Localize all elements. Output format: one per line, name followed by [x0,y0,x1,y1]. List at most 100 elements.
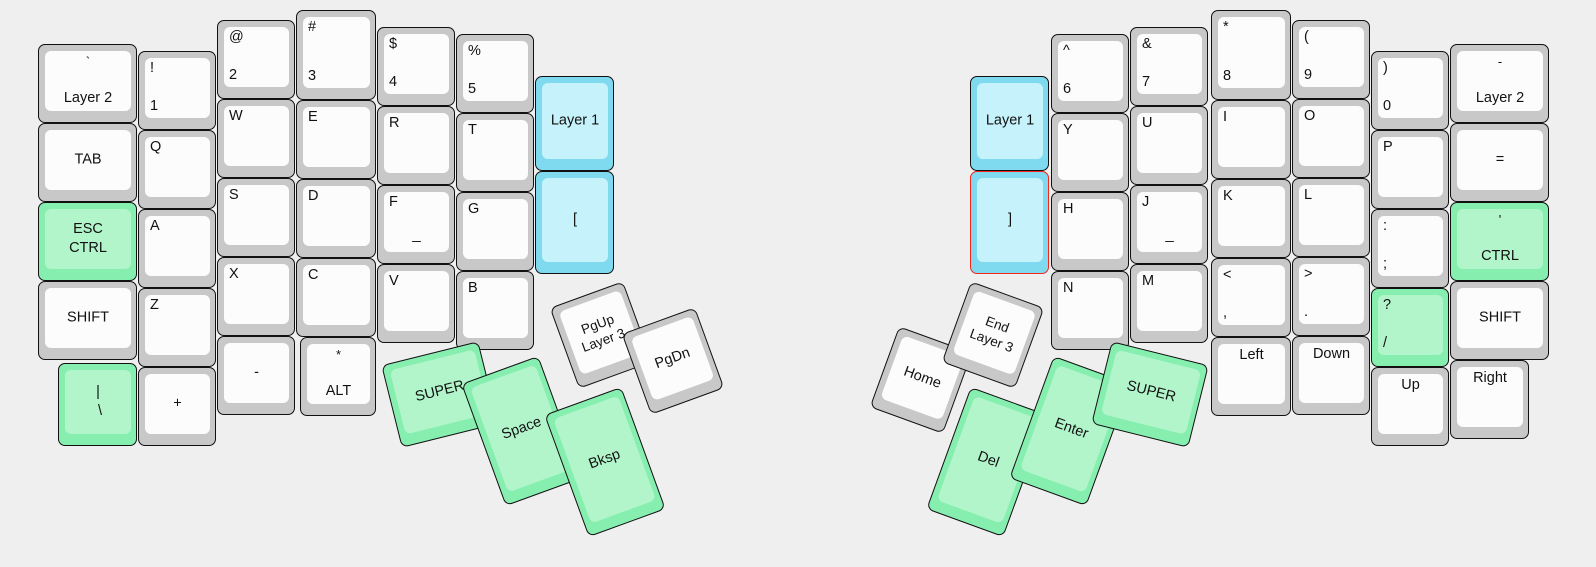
key-plus[interactable]: + [138,367,216,446]
key-ampersand-7[interactable]: & 7 [1130,27,1208,106]
key-legend: Q [150,139,162,155]
key-c[interactable]: C [296,258,376,337]
key-legend: - [254,364,259,381]
key-legend-bottom: 3 [308,67,317,84]
key-s[interactable]: S [217,178,295,257]
key-v[interactable]: V [377,264,455,343]
key-pipe-backslash[interactable]: | \ [58,363,137,446]
key-x[interactable]: X [217,257,295,336]
key-star-8[interactable]: * 8 [1211,10,1291,100]
key-legend: U [1142,115,1153,131]
key-tab[interactable]: TAB [38,123,137,202]
key-k[interactable]: K [1211,179,1291,258]
key-shift-right[interactable]: SHIFT [1450,281,1549,360]
key-caret-6[interactable]: ^ 6 [1051,34,1129,113]
key-dash-layer2[interactable]: - Layer 2 [1450,44,1549,123]
key-i[interactable]: I [1211,100,1291,179]
key-dollar-4[interactable]: $ 4 [377,27,455,106]
key-b[interactable]: B [456,271,534,350]
key-z[interactable]: Z [138,288,216,367]
key-bracket-left[interactable]: [ [535,171,614,274]
key-g[interactable]: G [456,192,534,271]
key-lessthan-comma[interactable]: < , [1211,258,1291,337]
key-legend: L [1304,187,1313,203]
key-layer1-right[interactable]: Layer 1 [970,76,1049,171]
keycap: T [463,120,528,180]
key-bksp[interactable]: Bksp [544,386,666,538]
keycap: % 5 [463,41,528,101]
key-parenopen-9[interactable]: ( 9 [1292,20,1370,99]
keycap: G [463,199,528,259]
key-j[interactable]: J _ [1130,185,1208,264]
keycap: V [384,271,449,331]
key-legend: Z [150,297,159,313]
key-bracket-right[interactable]: ] [970,171,1049,274]
keycap: ) 0 [1378,58,1443,118]
key-legend: = [1495,151,1505,168]
key-legend-top: & [1142,36,1152,52]
key-percent-5[interactable]: % 5 [456,34,534,113]
key-layer1-left[interactable]: Layer 1 [535,76,614,171]
keycap: ! 1 [145,58,210,118]
key-legend: ESC CTRL [69,220,107,256]
key-q[interactable]: Q [138,130,216,209]
keycap: Layer 1 [977,83,1043,159]
key-backtick-layer2[interactable]: ` Layer 2 [38,44,137,123]
key-legend-top: : [1383,218,1388,234]
key-f[interactable]: F _ [377,185,455,264]
key-arrow-left[interactable]: Left [1211,337,1291,416]
key-esc-ctrl[interactable]: ESC CTRL [38,202,137,281]
key-r[interactable]: R [377,106,455,185]
key-quote-ctrl[interactable]: ' CTRL [1450,202,1549,281]
key-m[interactable]: M [1130,264,1208,343]
keycap: SHIFT [45,288,131,348]
key-legend: SUPER [1125,377,1178,406]
key-minus-left[interactable]: - [217,336,295,415]
key-legend-top: - [1497,54,1503,69]
key-arrow-up[interactable]: Up [1371,367,1449,446]
key-legend-bottom: 2 [229,66,238,83]
key-a[interactable]: A [138,209,216,288]
keycap: ( 9 [1299,27,1364,87]
key-legend: SHIFT [67,309,109,326]
key-shift-left[interactable]: SHIFT [38,281,137,360]
key-legend: S [229,187,239,203]
key-legend: D [308,188,319,204]
key-n[interactable]: N [1051,271,1129,350]
key-h[interactable]: H [1051,192,1129,271]
keycap: = [1457,130,1543,190]
key-o[interactable]: O [1292,99,1370,178]
key-l[interactable]: L [1292,178,1370,257]
key-arrow-right[interactable]: Right [1450,360,1529,439]
keycap: PgDn [630,315,715,402]
key-equals[interactable]: = [1450,123,1549,202]
keycap: [ [542,178,608,262]
key-t[interactable]: T [456,113,534,192]
key-parenclose-0[interactable]: ) 0 [1371,51,1449,130]
key-w[interactable]: W [217,99,295,178]
key-p[interactable]: P [1371,130,1449,209]
key-e[interactable]: E [296,100,376,179]
key-at-2[interactable]: @ 2 [217,20,295,99]
keycap: ] [977,178,1043,262]
keycap: C [303,265,370,325]
key-legend-top: # [308,19,317,35]
key-colon-semicolon[interactable]: : ; [1371,209,1449,288]
keycap: A [145,216,210,276]
keycap: Up [1378,374,1443,434]
key-legend: X [229,266,239,282]
key-legend-bottom: 0 [1383,97,1392,114]
key-star-alt[interactable]: * ALT [300,337,376,416]
key-y[interactable]: Y [1051,113,1129,192]
key-greaterthan-period[interactable]: > . [1292,257,1370,336]
key-u[interactable]: U [1130,106,1208,185]
key-hash-3[interactable]: # 3 [296,10,376,100]
key-arrow-down[interactable]: Down [1292,336,1370,415]
key-legend-top: < [1223,267,1232,283]
key-d[interactable]: D [296,179,376,258]
keycap: O [1299,106,1364,166]
key-legend: [ [572,211,578,228]
key-legend: C [308,267,319,283]
key-question-slash[interactable]: ? / [1371,288,1449,367]
key-exclaim-1[interactable]: ! 1 [138,51,216,130]
